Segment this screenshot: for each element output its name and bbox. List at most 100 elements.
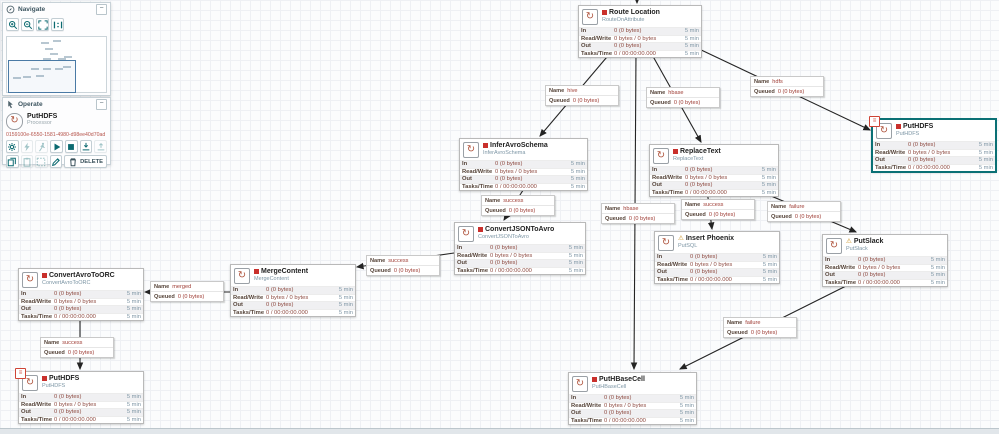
zoom-in-button[interactable] (6, 18, 19, 31)
group-button[interactable] (35, 155, 48, 168)
actual-size-button[interactable] (51, 18, 64, 31)
stat-window: 5 min (126, 409, 141, 416)
connection-queued-key: Queued (685, 211, 706, 218)
stat-value: 0 (0 bytes) (54, 291, 82, 298)
state-icon (483, 143, 488, 148)
stat-label: Tasks/Time (875, 165, 907, 172)
stat-label: Read/Write (875, 149, 906, 156)
minimap-node (23, 76, 31, 78)
stat-window: 5 min (568, 268, 583, 275)
stat-window: 5 min (338, 294, 353, 301)
processor-node[interactable]: ≡ ↻ ReplaceText ReplaceText In0 (0 bytes… (649, 144, 779, 198)
stat-label: In (462, 161, 468, 168)
minimize-icon[interactable]: − (96, 4, 107, 15)
processor-node[interactable]: ≡ ↻ Route Location RouteOnAttribute In0 … (578, 5, 702, 59)
start-button[interactable] (50, 140, 63, 153)
stat-window: 5 min (338, 310, 353, 317)
minimize-icon[interactable]: − (96, 99, 107, 110)
stat-value: 0 (0 bytes) (858, 257, 886, 264)
processor-icon: ↻ (22, 272, 38, 288)
copy-button[interactable] (6, 155, 19, 168)
lightning-button[interactable] (20, 140, 34, 153)
state-icon: ⚠ (678, 234, 684, 242)
fill-color-button[interactable] (49, 155, 63, 168)
minimap[interactable] (6, 36, 107, 93)
processor-type: RouteOnAttribute (602, 17, 645, 23)
state-icon (42, 273, 47, 278)
navigate-panel: Navigate − (2, 2, 111, 96)
processor-node[interactable]: ≡ ↻ ⚠ PutSlack PutSlack In0 (0 bytes)5 m… (822, 234, 948, 288)
delete-button[interactable]: DELETE (64, 155, 107, 168)
processor-node[interactable]: ≡ ↻ MergeContent MergeContent In0 (0 byt… (230, 264, 356, 318)
connection-queued-key: Queued (754, 88, 775, 95)
zoom-out-button[interactable] (21, 18, 34, 31)
stat-value: 0 (0 bytes) (54, 409, 82, 416)
connection-name-value: failure (745, 319, 761, 326)
gear-button[interactable] (6, 140, 19, 153)
minimap-node (63, 66, 71, 68)
stat-label: Out (652, 182, 662, 189)
upload-template-button[interactable] (94, 140, 108, 153)
stat-value: 0 (0 bytes) (604, 410, 632, 417)
stat-value: 0 bytes / 0 bytes (690, 261, 733, 268)
connection-name-value: hive (567, 87, 578, 94)
actual-size-icon (53, 20, 63, 30)
operate-icon (6, 100, 15, 109)
stat-label: Read/Write (21, 298, 52, 305)
navigate-panel-header: Navigate − (3, 3, 110, 16)
processor-node[interactable]: ≡ ↻ ConvertAvroToORC ConvertAvroToORC In… (18, 268, 144, 322)
processor-name: PutHBaseCell (599, 376, 645, 383)
processor-node[interactable]: ≡ ↻ ⚠ Insert Phoenix PutSQL In0 (0 bytes… (654, 231, 780, 285)
stat-value: 0 bytes / 0 bytes (908, 149, 951, 156)
operate-toolbar-row2: DELETE (3, 153, 110, 168)
stop-button[interactable] (64, 140, 78, 153)
connection-queued-key: Queued (370, 267, 391, 274)
connection-name-key: Name (685, 201, 701, 208)
connection-name-value: success (62, 339, 83, 346)
processor-type: InferAvroSchema (483, 150, 526, 156)
processor-node[interactable]: ≡ ↻ ConvertJSONToAvro ConvertJSONToAvro … (454, 222, 586, 276)
template-icon (81, 142, 91, 152)
run-person-button[interactable] (35, 140, 49, 153)
stat-value: 0 bytes / 0 bytes (614, 35, 657, 42)
processor-icon: ↻ (658, 235, 674, 251)
stat-window: 5 min (978, 157, 993, 164)
stat-window: 5 min (570, 184, 585, 191)
fit-button[interactable] (36, 18, 49, 31)
processor-node[interactable]: ≡ ↻ PutHBaseCell PutHBaseCell In0 (0 byt… (568, 372, 697, 426)
processor-node[interactable]: ≡ ↻ InferAvroSchema InferAvroSchema In0 … (459, 138, 588, 192)
minimap-viewport[interactable] (8, 60, 76, 93)
stat-value: 0 (0 bytes) (690, 254, 718, 261)
stat-window: 5 min (978, 142, 993, 149)
state-icon: ⚠ (846, 237, 852, 245)
connection-name-key: Name (485, 197, 501, 204)
stat-label: Read/Write (462, 168, 493, 175)
group-icon (36, 157, 46, 167)
template-button[interactable] (79, 140, 93, 153)
processor-name: Insert Phoenix (685, 235, 735, 242)
stat-value: 0 bytes / 0 bytes (490, 252, 533, 259)
paste-button[interactable] (20, 155, 34, 168)
paste-icon (22, 157, 32, 167)
connection-queued-value: 0 (0 bytes) (67, 349, 95, 356)
processor-type: PutHDFS (896, 131, 920, 137)
